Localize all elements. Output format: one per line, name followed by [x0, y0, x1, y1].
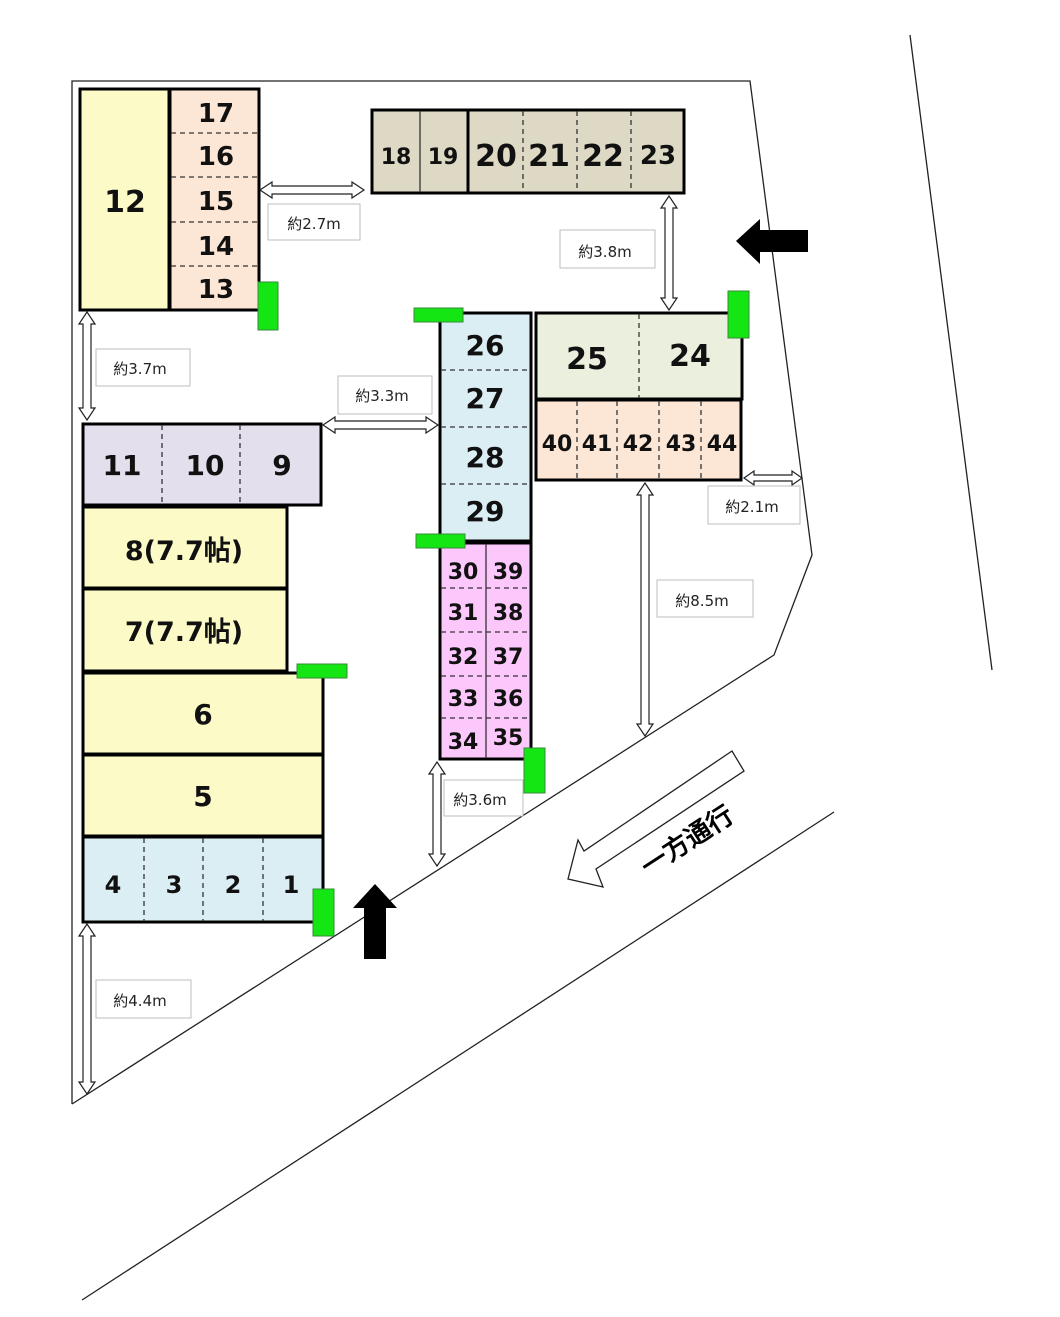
block-12: 12	[78, 87, 171, 312]
block-24-25: 25 24	[534, 311, 744, 401]
unit-4-label: 4	[105, 871, 122, 899]
dim-label-4-4m: 約4.4m	[113, 992, 166, 1010]
lot-boundary	[71, 34, 993, 1301]
dim-arrow-2-7m	[258, 180, 366, 200]
unit-10-label: 10	[186, 449, 225, 482]
unit-23-label: 23	[640, 141, 676, 171]
entrance-arrow-south	[353, 884, 397, 959]
unit-5-label: 5	[193, 780, 212, 813]
unit-9-label: 9	[272, 449, 291, 482]
unit-2-label: 2	[225, 871, 242, 899]
unit-28-label: 28	[466, 441, 505, 474]
dim-arrow-8-5m	[635, 481, 655, 738]
block-40-44: 40 41 42 43 44	[534, 398, 743, 482]
unit-8-label: 8(7.7帖)	[125, 536, 243, 567]
unit-11-label: 11	[103, 449, 142, 482]
green-markers	[257, 281, 750, 937]
green-marker	[296, 663, 348, 679]
dim-arrow-3-7m	[77, 310, 97, 422]
block-6: 6	[81, 671, 325, 756]
dim-label-8-5m: 約8.5m	[675, 592, 728, 610]
unit-24-label: 24	[669, 339, 711, 374]
entrance-arrow-east	[736, 219, 808, 264]
unit-30-label: 30	[448, 560, 479, 585]
unit-33-label: 33	[448, 687, 479, 712]
block-7: 7(7.7帖)	[81, 587, 289, 673]
unit-15-label: 15	[198, 187, 234, 217]
unit-6-label: 6	[193, 698, 212, 731]
unit-40-label: 40	[542, 432, 573, 457]
green-marker	[727, 290, 750, 339]
block-30-39: 30 39 31 38 32 37 33 36 34 35	[438, 541, 533, 761]
block-1-4: 4 3 2 1	[81, 835, 325, 924]
unit-36-label: 36	[493, 687, 524, 712]
green-marker	[523, 747, 546, 794]
unit-31-label: 31	[448, 601, 479, 626]
unit-26-label: 26	[466, 329, 505, 362]
green-marker	[312, 888, 335, 937]
dim-label-3-3m: 約3.3m	[355, 387, 408, 405]
unit-29-label: 29	[466, 495, 505, 528]
block-8: 8(7.7帖)	[81, 505, 289, 590]
green-marker	[413, 307, 464, 323]
green-marker	[257, 281, 279, 331]
dim-label-3-6m: 約3.6m	[453, 791, 506, 809]
dimension-labels: 約2.7m 約3.8m 約3.7m 約3.3m 約2.1m 約8.5m 約3.6…	[95, 203, 801, 1019]
unit-20-label: 20	[475, 139, 517, 174]
unit-18-label: 18	[381, 145, 412, 170]
unit-12-label: 12	[104, 185, 146, 220]
unit-27-label: 27	[466, 382, 505, 415]
unit-38-label: 38	[493, 601, 524, 626]
unit-37-label: 37	[493, 645, 524, 670]
unit-13-label: 13	[198, 275, 234, 305]
block-26-29: 26 27 28 29	[438, 311, 533, 543]
dim-arrow-2-1m	[742, 469, 804, 487]
unit-25-label: 25	[566, 342, 608, 377]
block-5: 5	[81, 753, 325, 838]
dim-arrow-4-4m	[77, 922, 97, 1096]
dim-arrow-3-6m	[427, 760, 447, 868]
dim-arrow-3-8m	[659, 194, 679, 312]
unit-1-label: 1	[283, 871, 300, 899]
unit-44-label: 44	[707, 432, 738, 457]
unit-17-label: 17	[198, 99, 234, 129]
dim-label-3-8m: 約3.8m	[578, 243, 631, 261]
unit-16-label: 16	[198, 142, 234, 172]
entrance-arrows	[353, 219, 808, 959]
unit-3-label: 3	[166, 871, 183, 899]
one-way-arrow	[567, 750, 745, 888]
dim-label-2-7m: 約2.7m	[287, 215, 340, 233]
dimension-arrows	[77, 180, 804, 1096]
unit-43-label: 43	[666, 432, 697, 457]
unit-32-label: 32	[448, 645, 479, 670]
dim-label-2-1m: 約2.1m	[725, 498, 778, 516]
unit-21-label: 21	[528, 139, 570, 174]
dim-label-3-7m: 約3.7m	[113, 360, 166, 378]
one-way-indicator: 一方通行	[567, 750, 745, 888]
green-marker	[415, 533, 466, 549]
unit-42-label: 42	[623, 432, 654, 457]
unit-35-label: 35	[493, 726, 524, 751]
unit-14-label: 14	[198, 232, 234, 262]
block-13-17: 17 16 15 14 13	[168, 87, 261, 312]
unit-7-label: 7(7.7帖)	[125, 617, 243, 648]
unit-34-label: 34	[448, 730, 479, 755]
unit-41-label: 41	[582, 432, 613, 457]
block-18-23: 18 19 20 21 22 23	[370, 108, 686, 195]
dim-arrow-3-3m	[321, 415, 440, 435]
unit-19-label: 19	[428, 145, 459, 170]
unit-22-label: 22	[582, 139, 624, 174]
block-9-11: 11 10 9	[81, 422, 323, 507]
unit-39-label: 39	[493, 560, 524, 585]
